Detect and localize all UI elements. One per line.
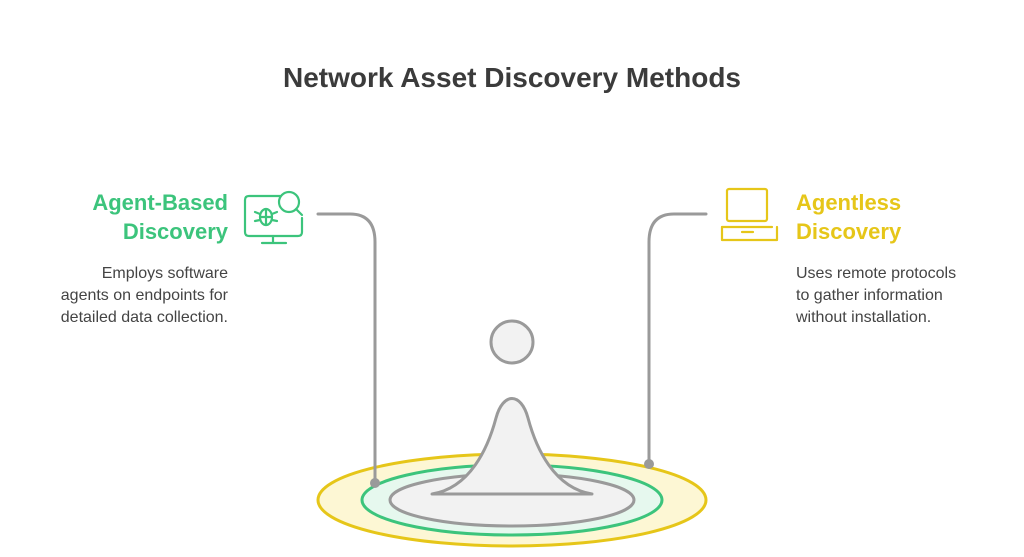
right-connector-line bbox=[647, 212, 708, 466]
agentless-desc-line2: to gather information bbox=[796, 287, 943, 304]
agent-based-heading-line2: Discovery bbox=[122, 219, 228, 244]
agent-based-heading-line1: Agent-Based bbox=[92, 190, 228, 215]
agent-based-desc-line1: Employs software bbox=[101, 265, 228, 282]
agentless-heading-line2: Discovery bbox=[796, 219, 902, 244]
figure-head bbox=[489, 319, 535, 365]
agent-based-desc-line3: detailed data collection. bbox=[60, 309, 228, 326]
figure-body bbox=[430, 397, 594, 496]
agentless-heading: Agentless Discovery bbox=[796, 188, 901, 246]
left-connector-line bbox=[316, 212, 377, 485]
agentless-description: Uses remote protocols to gather informat… bbox=[796, 263, 956, 329]
right-connector-dot bbox=[644, 459, 654, 469]
agentless-heading-line1: Agentless bbox=[796, 190, 902, 215]
diagram-title: Network Asset Discovery Methods bbox=[283, 62, 741, 93]
agent-based-description: Employs software agents on endpoints for… bbox=[61, 263, 228, 329]
left-connector-dot bbox=[370, 478, 380, 488]
agent-based-heading: Agent-Based Discovery bbox=[92, 188, 228, 246]
bug-search-monitor-icon bbox=[243, 190, 304, 245]
agent-based-desc-line2: agents on endpoints for bbox=[60, 287, 228, 304]
agentless-desc-line1: Uses remote protocols bbox=[796, 265, 957, 282]
agentless-desc-line3: without installation. bbox=[796, 309, 932, 326]
laptop-icon bbox=[720, 187, 779, 242]
